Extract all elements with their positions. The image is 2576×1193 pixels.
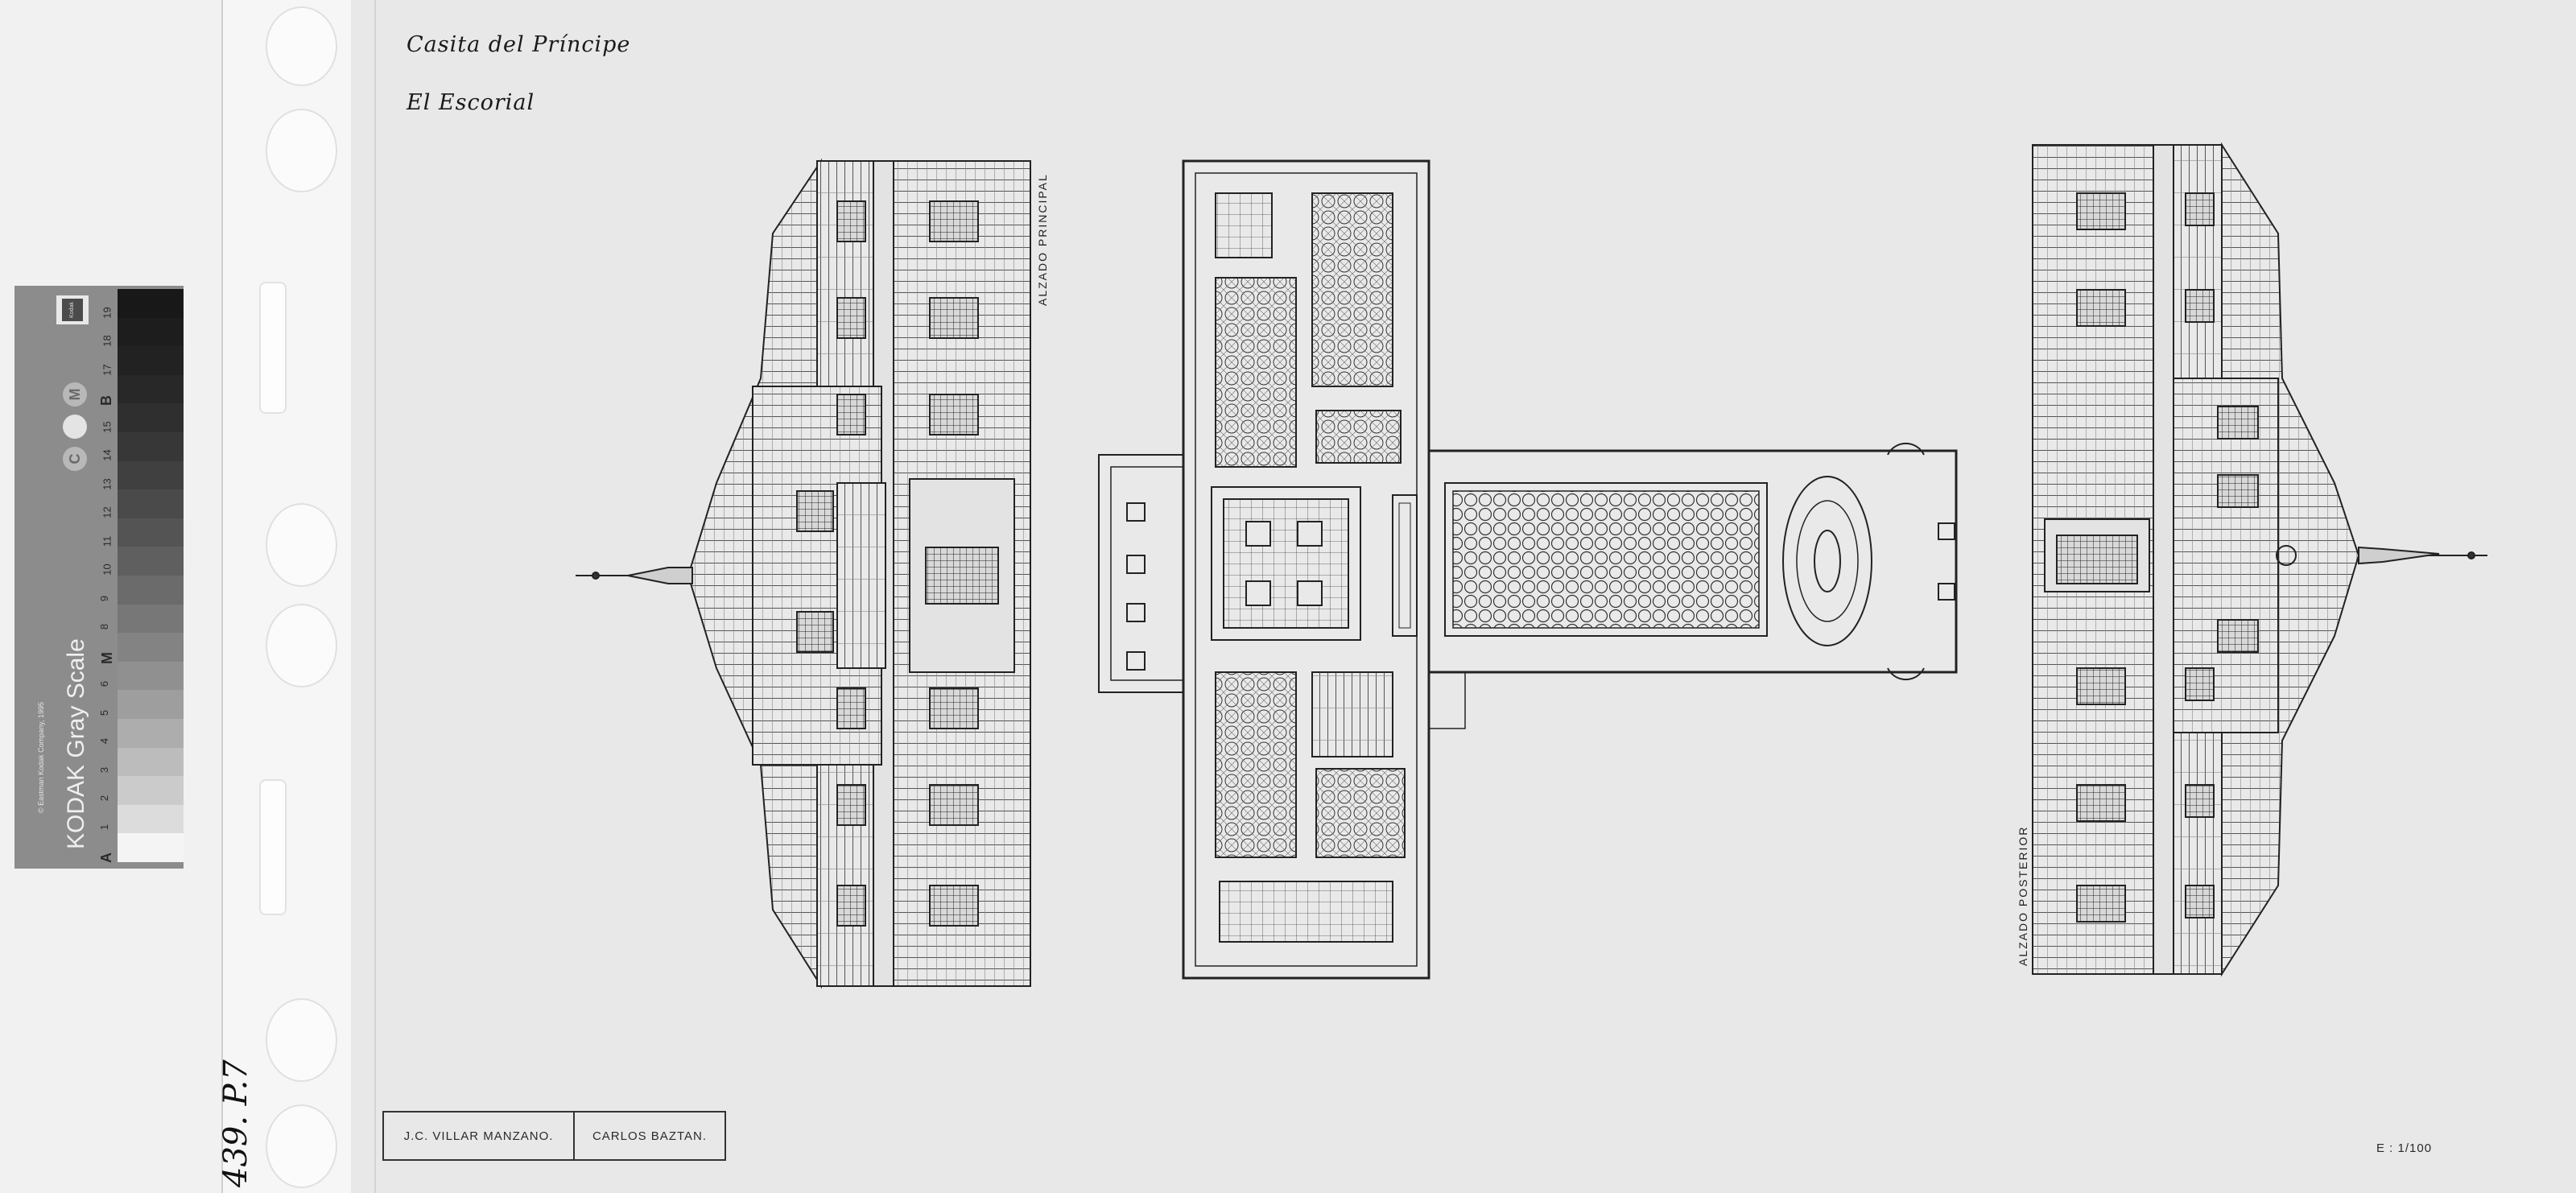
column [1126,651,1146,671]
window [2217,474,2259,508]
gray-step [118,661,184,691]
punch-slot [259,779,287,915]
window [2076,667,2126,705]
gray-step [118,460,184,490]
credits-box: J.C. VILLAR MANZANO. CARLOS BAZTAN. [382,1111,726,1161]
window [2185,885,2215,918]
gray-steps [118,289,184,862]
window [836,885,866,927]
gray-step [118,804,184,834]
window [929,200,979,242]
window [836,784,866,826]
window [2185,289,2215,323]
gray-step [118,489,184,518]
binder-strip [221,0,353,1193]
window [796,611,834,653]
window [2076,192,2126,230]
front-elevation-label: ALZADO PRINCIPAL [1036,173,1049,306]
gray-step [118,604,184,634]
gray-step [118,289,184,318]
gray-step [118,346,184,375]
window [836,394,866,436]
window [2076,784,2126,822]
gray-step [118,575,184,605]
window [2185,667,2215,701]
punch-hole [266,1104,337,1188]
gray-step [118,747,184,777]
punch-hole [266,6,337,86]
window [929,687,979,729]
gray-step [118,718,184,748]
window [836,687,866,729]
gray-step [118,518,184,547]
window [2185,192,2215,226]
gray-step [118,776,184,805]
credit-author-2: CARLOS BAZTAN. [592,1129,708,1143]
title-line-2: El Escorial [407,90,535,115]
punch-hole [266,998,337,1082]
window [929,784,979,826]
rear-elevation-label: ALZADO POSTERIOR [2017,826,2029,966]
punch-slot [259,282,287,414]
column [1126,502,1146,522]
window [2217,406,2259,440]
window [2217,619,2259,653]
window [929,297,979,339]
punch-hole [266,109,337,192]
title-line-1: Casita del Príncipe [407,32,631,57]
punch-hole [266,503,337,587]
gray-step [118,431,184,461]
column [1938,583,1955,601]
gray-step [118,547,184,576]
credit-author-1: J.C. VILLAR MANZANO. [384,1113,575,1159]
window [929,885,979,927]
column [1126,555,1146,574]
gray-step [118,403,184,432]
floor-plan [1098,159,1958,980]
punch-hole [266,604,337,687]
gray-step [118,690,184,719]
gray-step [118,374,184,404]
window [2076,885,2126,923]
column [1126,603,1146,622]
window [2076,289,2126,327]
gray-step [118,633,184,662]
window [836,200,866,242]
gray-step [118,317,184,347]
gray-step [118,833,184,862]
scale-note: E : 1/100 [2376,1141,2433,1155]
front-elevation [576,158,1031,989]
window [836,297,866,339]
window [796,490,834,532]
rear-elevation [2032,142,2487,977]
kodak-gray-scale-card: Kodak KODAK Gray Scale © Eastman Kodak C… [14,286,184,869]
window [2185,784,2215,818]
kodak-logo: Kodak [56,295,89,324]
window [929,394,979,436]
sheet-margin-line [374,0,376,1193]
column [1938,522,1955,540]
